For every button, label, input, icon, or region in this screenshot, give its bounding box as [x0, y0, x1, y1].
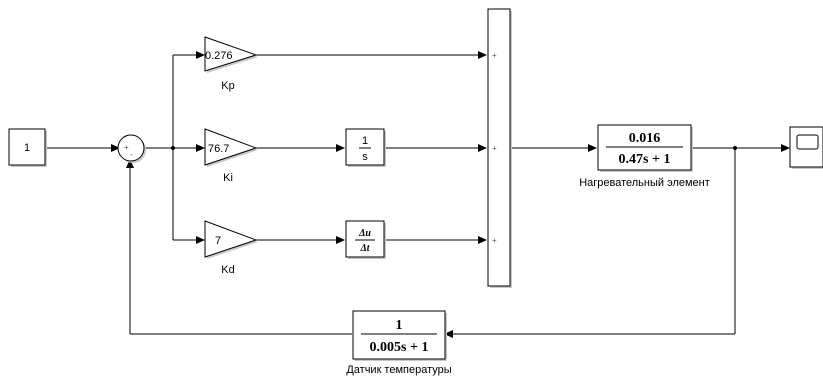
arrowhead	[336, 236, 345, 244]
integrator-block[interactable]: 1 s	[345, 128, 386, 167]
sensor-denominator: 0.005s + 1	[370, 340, 429, 355]
gain-block-kp[interactable]: 0.276 Kp	[204, 36, 258, 92]
sum-minus-sign: -	[130, 150, 133, 159]
heater-transfer-function[interactable]: 0.016 0.47s + 1 Нагревательный элемент	[579, 124, 710, 189]
arrowhead	[336, 144, 345, 152]
adder-sign-3: +	[492, 236, 497, 245]
kp-label: Kp	[221, 80, 234, 92]
arrowhead	[478, 144, 487, 152]
sensor-label: Датчик температуры	[346, 364, 451, 376]
arrowhead	[444, 330, 453, 338]
sum-block[interactable]: + -	[117, 134, 146, 163]
constant-value: 1	[24, 142, 30, 154]
ki-label: Ki	[223, 172, 233, 184]
heater-label: Нагревательный элемент	[579, 177, 710, 189]
heater-numerator: 0.016	[629, 131, 661, 146]
arrowhead	[111, 144, 120, 152]
arrowhead	[196, 144, 205, 152]
kd-value: 7	[215, 235, 221, 247]
scope-block[interactable]	[789, 126, 823, 169]
arrowhead	[781, 144, 790, 152]
adder-block[interactable]: + + +	[487, 8, 512, 288]
signal-lines	[45, 51, 790, 338]
derivative-block[interactable]: Δu Δt	[345, 220, 386, 259]
adder-sign-2: +	[492, 144, 497, 153]
gain-block-ki[interactable]: 76.7 Ki	[204, 128, 258, 184]
gain-block-kd[interactable]: 7 Kd	[204, 220, 258, 276]
arrowhead	[478, 236, 487, 244]
sum-plus-sign: +	[124, 143, 129, 152]
derivative-denominator: Δt	[359, 243, 370, 254]
kd-label: Kd	[221, 264, 234, 276]
sensor-transfer-function[interactable]: 1 0.005s + 1 Датчик температуры	[346, 310, 452, 376]
ki-value: 76.7	[208, 143, 229, 155]
arrowhead	[126, 159, 134, 168]
arrowhead	[588, 144, 597, 152]
adder-sign-1: +	[492, 51, 497, 60]
heater-denominator: 0.47s + 1	[619, 152, 671, 167]
kp-value: 0.276	[205, 50, 233, 62]
constant-block[interactable]: 1	[8, 128, 47, 167]
arrowhead	[478, 51, 487, 59]
integrator-denominator: s	[362, 151, 368, 163]
derivative-numerator: Δu	[358, 228, 371, 239]
integrator-numerator: 1	[362, 135, 368, 147]
arrowhead	[196, 236, 205, 244]
sensor-numerator: 1	[396, 318, 403, 333]
scope-icon	[796, 134, 819, 150]
arrowhead	[196, 51, 205, 59]
